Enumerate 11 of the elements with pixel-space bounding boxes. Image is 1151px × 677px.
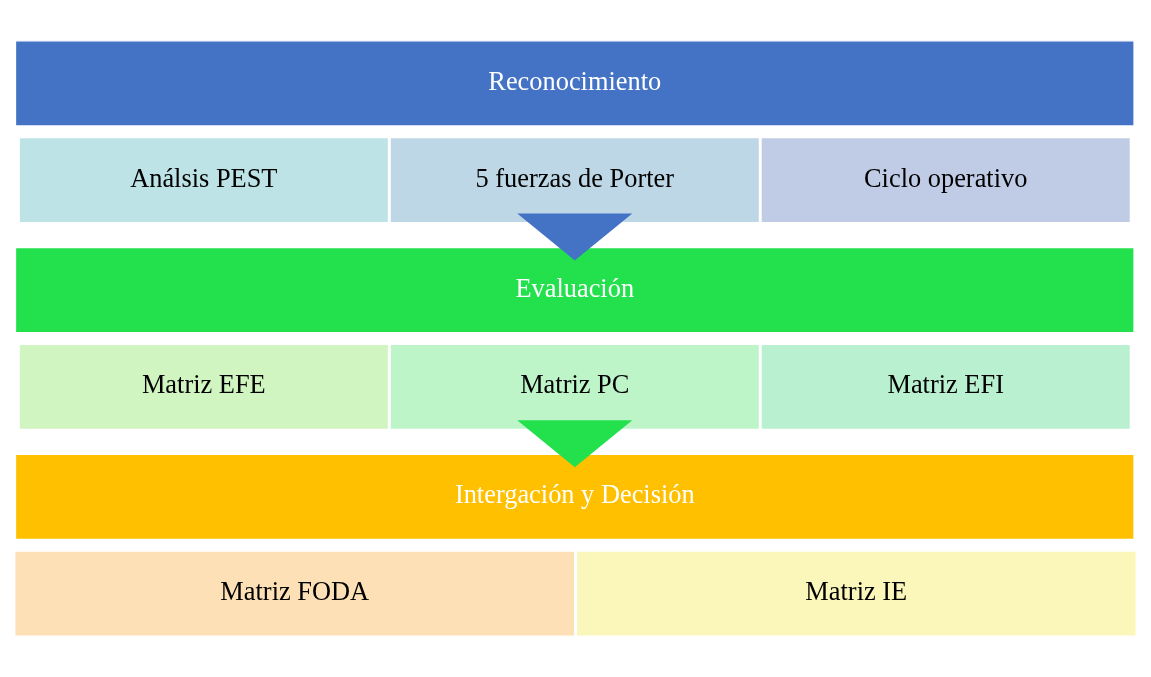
node-box: Intergación y Decisión [14, 453, 1135, 541]
node-box: Evaluación [14, 246, 1135, 334]
node-box: Matriz EFI [760, 343, 1132, 431]
node-box: Matriz EFE [18, 343, 390, 431]
arrow [517, 213, 633, 261]
node-box: Ciclo operativo [760, 136, 1132, 224]
arrow [517, 420, 633, 468]
node-box: Análsis PEST [18, 136, 390, 224]
node-box: Reconocimiento [14, 40, 1135, 127]
node-box: Matriz FODA [13, 550, 576, 637]
node-box: Matriz IE [575, 550, 1138, 637]
